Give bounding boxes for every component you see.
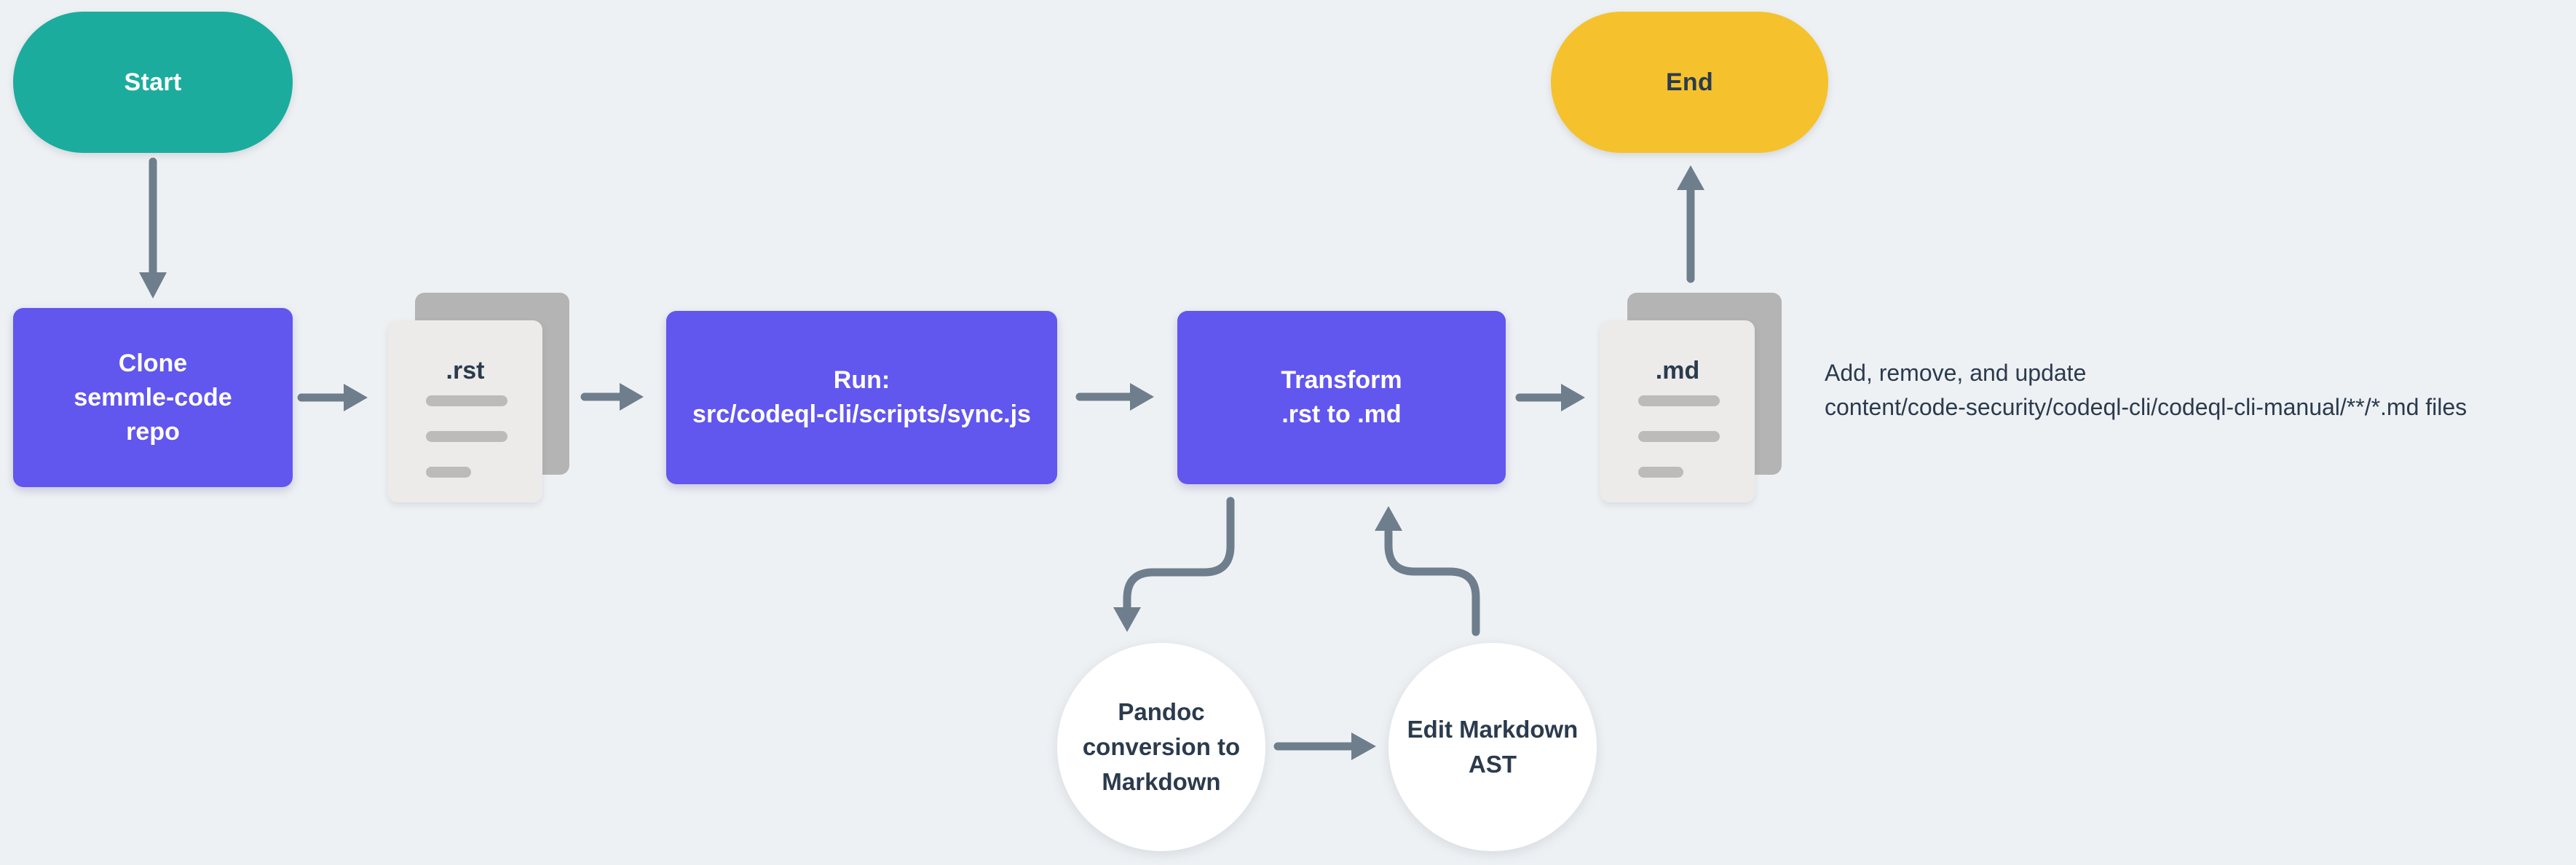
node-run-line: src/codeql-cli/scripts/sync.js: [692, 400, 1031, 428]
arrow-run-to-transform: [1075, 383, 1154, 411]
md-file-label: .md: [1655, 357, 1700, 384]
node-clone-repo: Clone semmle-code repo: [13, 308, 293, 487]
node-edit-markdown-ast: Edit Markdown AST: [1388, 643, 1597, 851]
document-text-line: [426, 395, 507, 406]
node-rst-files: .rst: [388, 293, 569, 502]
arrow-clone-to-rst: [297, 384, 368, 411]
node-pandoc-line: Markdown: [1102, 768, 1221, 795]
node-run-sync-script: Run: src/codeql-cli/scripts/sync.js: [666, 311, 1057, 484]
arrow-edit-ast-to-transform: [1375, 506, 1480, 636]
document-text-line: [426, 431, 507, 442]
node-md-files: .md: [1600, 293, 1782, 502]
arrow-rst-to-run: [580, 383, 644, 411]
node-transform-line: .rst to .md: [1281, 400, 1402, 428]
node-pandoc-line: Pandoc: [1118, 698, 1205, 725]
rst-file-label: .rst: [446, 357, 485, 384]
node-run-line: Run:: [833, 366, 890, 394]
document-front-sheet: .rst: [388, 320, 542, 502]
node-clone-line: repo: [126, 417, 180, 446]
node-transform-line: Transform: [1281, 366, 1402, 394]
node-edit-ast-line: AST: [1469, 751, 1517, 778]
node-start: Start: [13, 12, 293, 153]
md-files-annotation: Add, remove, and update content/code-sec…: [1825, 356, 2467, 424]
node-transform-rst-to-md: Transform .rst to .md: [1177, 311, 1506, 484]
annotation-line: Add, remove, and update: [1825, 360, 2087, 386]
node-clone-line: semmle-code: [74, 383, 232, 411]
node-clone-line: Clone: [118, 349, 188, 377]
node-edit-ast-line: Edit Markdown: [1407, 716, 1579, 743]
document-text-line: [1638, 395, 1720, 406]
node-end: End: [1551, 12, 1828, 153]
document-text-line: [1638, 467, 1683, 478]
node-pandoc-conversion: Pandoc conversion to Markdown: [1057, 643, 1265, 851]
arrow-start-to-clone: [139, 157, 167, 299]
document-front-sheet: .md: [1600, 320, 1755, 502]
annotation-line: content/code-security/codeql-cli/codeql-…: [1825, 394, 2468, 420]
document-text-line: [1638, 431, 1720, 442]
node-pandoc-line: conversion to: [1082, 733, 1241, 760]
arrow-transform-to-pandoc: [1113, 497, 1235, 632]
document-text-line: [426, 467, 471, 478]
node-end-label: End: [1665, 68, 1714, 96]
arrow-pandoc-to-edit-ast: [1273, 732, 1376, 760]
arrow-transform-to-md: [1515, 384, 1585, 411]
node-start-label: Start: [124, 68, 182, 96]
arrow-md-to-end: [1677, 165, 1704, 283]
